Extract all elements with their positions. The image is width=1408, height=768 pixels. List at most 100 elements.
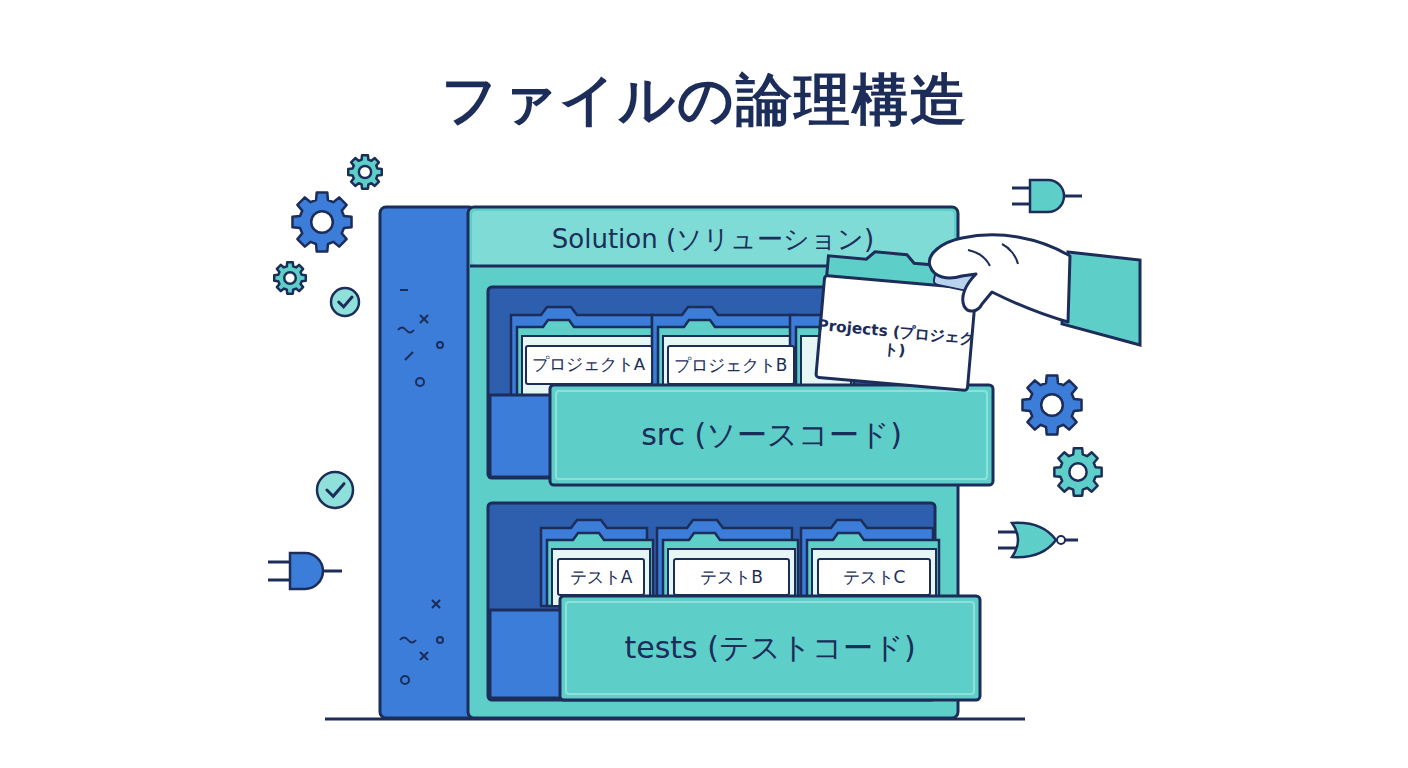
gate-body: [1030, 180, 1064, 212]
drawer-highlight: [566, 602, 974, 694]
gear-body: [292, 192, 351, 251]
text-area: Solution (ソリューション): [468, 213, 958, 267]
project-folder-label: プロジェクトA: [525, 345, 653, 385]
test-folder-label: テストB: [673, 558, 790, 596]
gear-hole: [359, 166, 371, 178]
folder-middle: [517, 320, 658, 396]
text-area: テストB: [675, 560, 788, 594]
drawer-side: [490, 395, 554, 477]
gate-lead: [1064, 195, 1082, 198]
node-label: Projects (プロジェクト): [814, 316, 978, 367]
illustration-part: [398, 328, 414, 333]
gear-hole: [1041, 394, 1063, 416]
gear-body: [1054, 448, 1101, 495]
tests-drawer: テストA テストB テストC tests (テストコード): [488, 503, 980, 700]
illustration-part: [432, 600, 440, 608]
illustration-part: [400, 289, 408, 291]
projects-card: Projects (プロジェクト): [816, 276, 976, 391]
title-area: ファイルの論理構造: [0, 55, 1408, 145]
illustration-part: [420, 315, 428, 323]
gear-body: [274, 262, 306, 294]
illustration-part: [437, 637, 443, 643]
illustration-part: [400, 638, 416, 643]
cabinet-side: [380, 207, 475, 718]
node-label: テストB: [700, 567, 763, 587]
illustration-part: [401, 676, 409, 684]
node-label: テストC: [843, 567, 906, 587]
illustration-part: [420, 652, 428, 660]
text-area: src (ソースコード): [550, 385, 993, 485]
gear-icon: [1054, 448, 1101, 495]
sleeve: [1062, 252, 1140, 345]
node-label: tests (テストコード): [624, 630, 915, 666]
gate-bubble: [1057, 536, 1065, 544]
drawer-highlight: [556, 391, 987, 479]
node-label: プロジェクトA: [532, 355, 645, 375]
plug-wire: [323, 570, 342, 573]
folder-back: [657, 520, 792, 606]
gate-lead: [1012, 187, 1030, 190]
folder-back: [652, 307, 795, 396]
gear-hole: [284, 272, 296, 284]
check-mark: [339, 297, 352, 307]
check-circle: [331, 288, 359, 316]
hand: [929, 235, 1070, 322]
gear-body: [1022, 375, 1081, 434]
folder-stack: [652, 307, 801, 396]
diagram-title: ファイルの論理構造: [441, 66, 968, 133]
folder-stack: [657, 520, 798, 606]
illustration-part: [437, 342, 443, 348]
plug-prong: [268, 561, 292, 564]
illustration-part: [416, 378, 424, 386]
folder-middle: [547, 533, 653, 606]
check-icon: [331, 288, 359, 316]
text-area: テストA: [559, 560, 643, 594]
src-drawer-front: [550, 385, 993, 485]
gate-lead: [1065, 539, 1078, 542]
gear-icon: [348, 155, 381, 188]
tests-drawer-front: [560, 596, 980, 700]
illustration-part: [420, 315, 428, 323]
folder-middle: [658, 320, 801, 396]
gate-lead: [1012, 203, 1030, 206]
folder-middle: [807, 533, 939, 606]
drawer-side: [490, 610, 564, 698]
illustration-part: [432, 600, 440, 608]
test-folder-label: テストA: [557, 558, 645, 596]
finger-line: [1002, 244, 1018, 264]
folder-stack: [801, 520, 939, 606]
gear-icon: [1022, 375, 1081, 434]
folder-stack: [511, 307, 658, 396]
check-circle: [317, 472, 353, 508]
project-folder-label: プロジェクトB: [667, 345, 795, 385]
plug-prong: [268, 579, 292, 582]
text-area: プロジェクトB: [669, 347, 793, 383]
logic-gate-icon: [1012, 180, 1082, 212]
gear-hole: [1069, 463, 1086, 480]
gear-body: [348, 155, 381, 188]
illustration-part: [405, 352, 413, 360]
test-folder-label: テストC: [817, 558, 931, 596]
text-area: tests (テストコード): [560, 596, 980, 700]
illustration-part: [420, 652, 428, 660]
text-area: プロジェクトA: [527, 347, 651, 383]
text-area: Projects (プロジェクト): [812, 297, 979, 385]
side-marks: [398, 290, 443, 684]
gate-body: [1012, 523, 1056, 557]
solution-cabinet: プロジェクトAプロジェクトBProjects (プロジェクト)src (ソースコ…: [468, 207, 958, 718]
plug-icon: [268, 553, 342, 589]
src-drawer: プロジェクトA プロジェクトB Projects (プロジェクト) src (ソースコ…: [488, 287, 993, 485]
node-label: Solution (ソリューション): [552, 224, 874, 255]
node-label: src (ソースコード): [641, 417, 902, 453]
gear-hole: [311, 211, 333, 233]
folder-middle: [663, 533, 798, 606]
node-label: プロジェクトB: [674, 355, 788, 375]
text-area: テストC: [819, 560, 929, 594]
check-mark: [327, 484, 344, 497]
finger-line: [968, 250, 990, 266]
folder-stack: [541, 520, 653, 606]
logic-gate-icon: [998, 523, 1078, 557]
node-label: テストA: [570, 567, 633, 587]
folder-back: [801, 520, 933, 606]
